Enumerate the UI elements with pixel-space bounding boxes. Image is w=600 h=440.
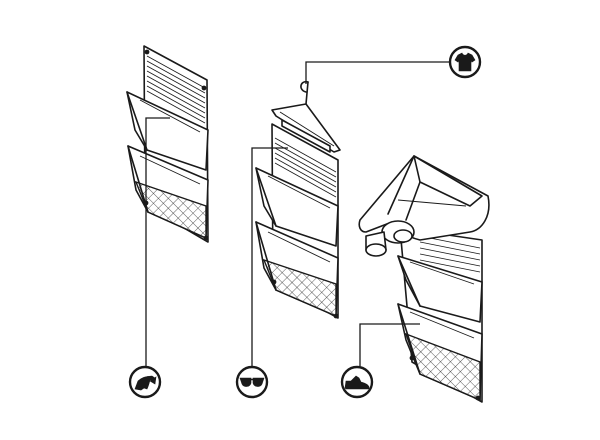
callout-leaders — [145, 61, 450, 366]
sunglasses-icon — [239, 377, 265, 387]
organizer-header-stripes — [274, 137, 337, 198]
door-clamp — [358, 155, 490, 257]
grommet — [201, 85, 207, 91]
sneaker-callout — [340, 365, 374, 399]
tshirt-callout — [448, 45, 482, 79]
organizer-header-stripes — [146, 55, 206, 124]
leader-line — [305, 61, 450, 84]
hanger-organizer-middle — [255, 80, 341, 319]
organizer-header-stripes — [419, 235, 481, 273]
sneaker-icon — [344, 375, 370, 390]
leader-line — [359, 323, 420, 366]
leader-line — [145, 117, 170, 366]
leader-line — [251, 147, 288, 366]
organizer-upper-pocket — [397, 255, 483, 323]
door-clamp-organizer-right — [358, 155, 490, 403]
tshirt-icon — [454, 52, 476, 72]
shoe-icon — [134, 375, 157, 391]
wall-organizer-left — [126, 45, 209, 243]
grommet — [144, 49, 150, 55]
shoe-callout — [128, 365, 162, 399]
sunglasses-callout — [235, 365, 269, 399]
organizer-upper-pocket — [255, 167, 339, 247]
organizer-upper-pocket — [126, 91, 209, 171]
